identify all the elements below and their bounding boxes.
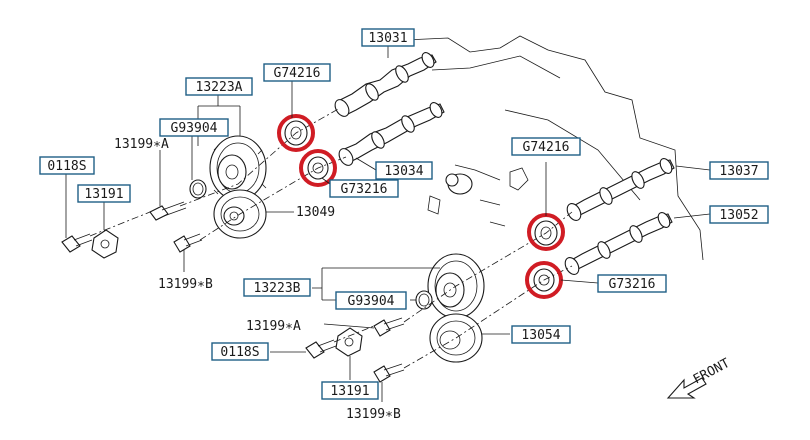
label-box-13052	[709, 205, 769, 224]
label-box-g74216-right	[511, 137, 581, 156]
bolt-13199A-top	[149, 201, 187, 221]
label-box-0118S-bottom	[211, 342, 269, 361]
leader-lines	[65, 44, 711, 402]
label-box-g93904-bottom	[335, 291, 407, 310]
camshaft-13052	[564, 212, 673, 275]
part-13199B-top-label: 13199∗B	[158, 277, 213, 292]
bolt-0118S-bottom	[305, 339, 337, 359]
plate-13191-bottom	[335, 327, 363, 357]
label-box-13034	[375, 161, 433, 180]
label-box-13037	[709, 161, 769, 180]
part-13199A-bottom-label: 13199∗A	[246, 319, 301, 334]
part-13052-label: 13052	[719, 208, 758, 223]
bolt-0118S-top	[61, 233, 93, 253]
cam-sprocket-13223A	[209, 135, 267, 201]
o-ring-g93904-top	[189, 179, 207, 199]
part-g93904-bottom-label: G93904	[348, 294, 395, 309]
part-13191-top-label: 13191	[84, 187, 123, 202]
label-box-13191-top	[77, 184, 131, 203]
cylinder-head-outline	[404, 35, 704, 261]
part-13049-label: 13049	[296, 205, 335, 220]
part-labels: 13031 13223A G74216 G93904 13199∗A 0118S…	[39, 28, 769, 422]
bolt-13199B-top	[173, 233, 203, 253]
part-13031-label: 13031	[368, 31, 407, 46]
part-13199A-top-label: 13199∗A	[114, 137, 169, 152]
label-box-13223B	[243, 278, 311, 297]
part-13034-label: 13034	[384, 164, 423, 179]
label-box-g73216-top	[329, 179, 399, 198]
highlight-circles	[277, 114, 565, 299]
camshaft-13031	[334, 52, 437, 117]
label-box-g74216-top	[263, 63, 331, 82]
camshaft-13037	[566, 158, 675, 221]
part-g93904-top-label: G93904	[171, 121, 218, 136]
front-label: FRONT	[691, 356, 733, 388]
part-0118S-top-label: 0118S	[47, 159, 86, 174]
label-box-13031	[361, 28, 415, 47]
plate-13191-top	[91, 229, 119, 259]
part-0118S-bottom-label: 0118S	[220, 345, 259, 360]
part-13199B-bottom-label: 13199∗B	[346, 407, 401, 422]
label-box-13223A	[185, 77, 253, 96]
part-13191-bottom-label: 13191	[330, 384, 369, 399]
part-13223A-label: 13223A	[196, 80, 243, 95]
camshaft-plug-small-parts	[427, 167, 529, 215]
label-box-g73216-right	[597, 274, 667, 293]
part-13054-label: 13054	[521, 328, 560, 343]
part-g74216-right-label: G74216	[523, 140, 570, 155]
part-g73216-top-label: G73216	[341, 182, 388, 197]
front-arrow-icon	[666, 377, 707, 399]
label-box-0118S-top	[39, 156, 95, 175]
bolt-13199B-bottom	[373, 363, 405, 383]
highlight-seal-g74216-top	[277, 114, 315, 152]
front-indicator: FRONT	[666, 356, 733, 399]
part-13037-label: 13037	[719, 164, 758, 179]
bolt-13199A-bottom	[373, 317, 405, 337]
highlight-seal-g73216-top	[299, 149, 337, 187]
part-g73216-right-label: G73216	[609, 277, 656, 292]
label-box-13191-bottom	[321, 381, 379, 400]
label-box-g93904-top	[159, 118, 229, 137]
part-13223B-label: 13223B	[254, 281, 301, 296]
label-box-13054	[511, 325, 571, 344]
part-g74216-top-label: G74216	[274, 66, 321, 81]
o-ring-g93904-bottom	[415, 290, 433, 310]
